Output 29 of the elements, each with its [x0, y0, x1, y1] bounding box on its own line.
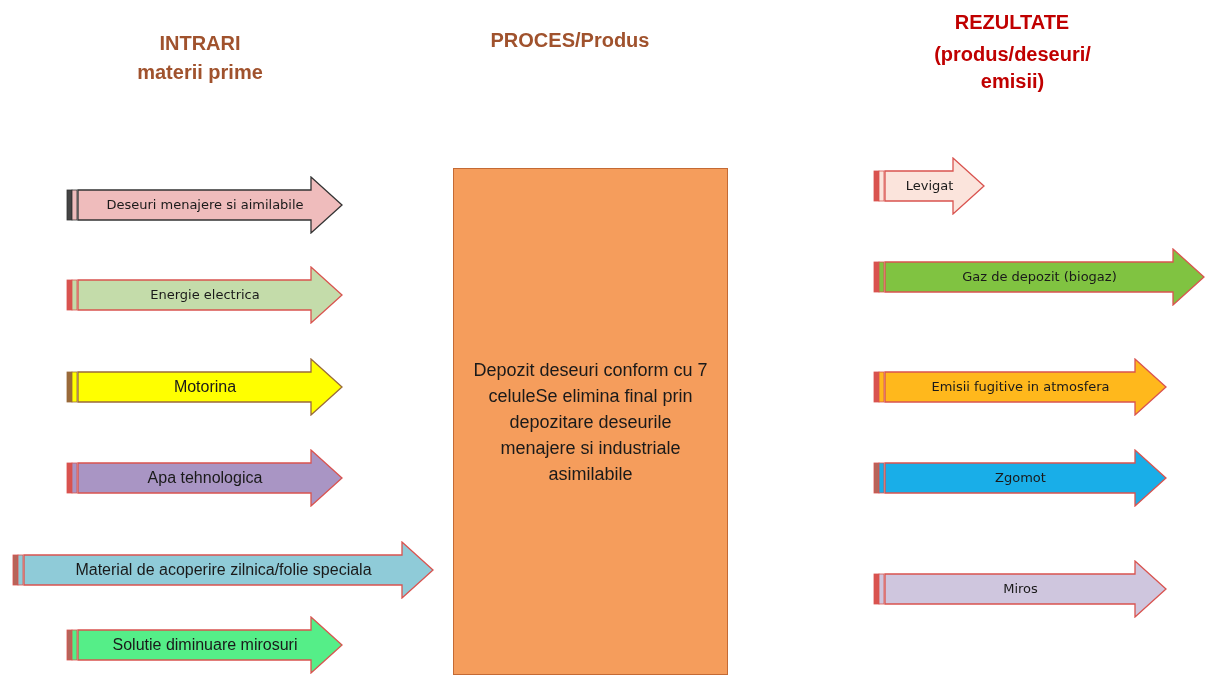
- block-arrow: [873, 449, 1167, 507]
- block-arrow: [66, 449, 343, 507]
- arrow-label: Material de acoperire zilnica/folie speciala: [75, 560, 372, 580]
- arrow-label: Deseuri menajere si aimilabile: [106, 196, 304, 215]
- column-heading: REZULTATE: [954, 10, 1070, 35]
- column-subheading: materii prime: [137, 60, 263, 85]
- block-arrow: [66, 616, 343, 674]
- arrow-label: Zgomot: [995, 469, 1046, 488]
- column-subheading: (produs/deseuri/ emisii): [933, 42, 1092, 94]
- column-heading: PROCES/Produs: [490, 28, 650, 53]
- block-arrow: [66, 266, 343, 324]
- arrow-label: Emisii fugitive in atmosfera: [931, 378, 1110, 397]
- arrow-label: Apa tehnologica: [147, 468, 263, 488]
- block-arrow: [66, 176, 343, 234]
- block-arrow: [66, 358, 343, 416]
- block-arrow: [873, 157, 985, 215]
- arrow-label: Solutie diminuare mirosuri: [112, 635, 298, 655]
- process-box: [453, 168, 728, 675]
- block-arrow: [873, 560, 1167, 618]
- block-arrow: [873, 248, 1205, 306]
- block-arrow: [873, 358, 1167, 416]
- arrow-label: Motorina: [173, 377, 237, 397]
- arrow-label: Gaz de depozit (biogaz): [962, 268, 1117, 287]
- arrow-label: Energie electrica: [150, 286, 260, 305]
- block-arrow: [12, 541, 434, 599]
- arrow-label: Levigat: [905, 177, 954, 196]
- arrow-label: Miros: [1003, 580, 1038, 599]
- column-heading: INTRARI: [159, 31, 241, 56]
- process-description: Depozit deseuri conform cu 7 celuleSe elimina final prin depozitare deseurile menajere si industriale asimilabile: [472, 358, 709, 486]
